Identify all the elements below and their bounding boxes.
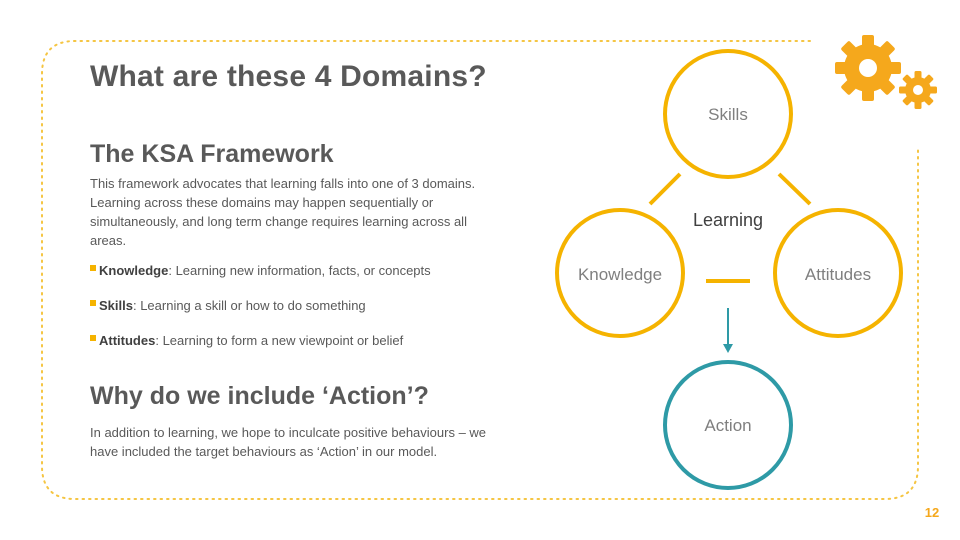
knowledge-label: Knowledge — [578, 265, 662, 284]
bullet-term: Skills — [99, 298, 133, 313]
bullet-marker — [90, 265, 96, 271]
bullet-term: Attitudes — [99, 333, 156, 348]
arrow-head-icon — [723, 344, 733, 353]
bullet-marker — [90, 335, 96, 341]
connector-skills-attitudes — [777, 172, 812, 206]
action-description: In addition to learning, we hope to incu… — [90, 425, 487, 459]
learning-label: Learning — [693, 210, 763, 230]
bullet-text: : Learning new information, facts, or co… — [168, 263, 431, 278]
action-heading: Why do we include ‘Action’? — [90, 382, 429, 410]
bullet-knowledge: Knowledge: Learning new information, fac… — [90, 262, 510, 280]
gears-icon — [835, 35, 937, 109]
ksa-description: This framework advocates that learning f… — [90, 176, 476, 248]
skills-label: Skills — [708, 105, 748, 124]
bullet-skills: Skills: Learning a skill or how to do so… — [90, 297, 510, 315]
bullet-text: : Learning to form a new viewpoint or be… — [155, 333, 404, 348]
bullet-marker — [90, 300, 96, 306]
ksa-heading: The KSA Framework — [90, 140, 334, 168]
page-title: What are these 4 Domains? — [90, 60, 487, 93]
bullet-text: : Learning a skill or how to do somethin… — [132, 298, 366, 313]
attitudes-circle — [773, 208, 903, 338]
page-number: 12 — [924, 505, 940, 520]
bullet-term: Knowledge — [99, 263, 169, 278]
bullet-attitudes: Attitudes: Learning to form a new viewpo… — [90, 332, 510, 350]
attitudes-label: Attitudes — [805, 265, 871, 284]
connector-skills-knowledge — [648, 172, 682, 206]
action-circle — [663, 360, 793, 490]
knowledge-circle — [555, 208, 685, 338]
action-label: Action — [704, 416, 751, 435]
skills-circle — [663, 49, 793, 179]
ksa-diagram: Skills Knowledge Attitudes Action Learni… — [555, 49, 903, 490]
